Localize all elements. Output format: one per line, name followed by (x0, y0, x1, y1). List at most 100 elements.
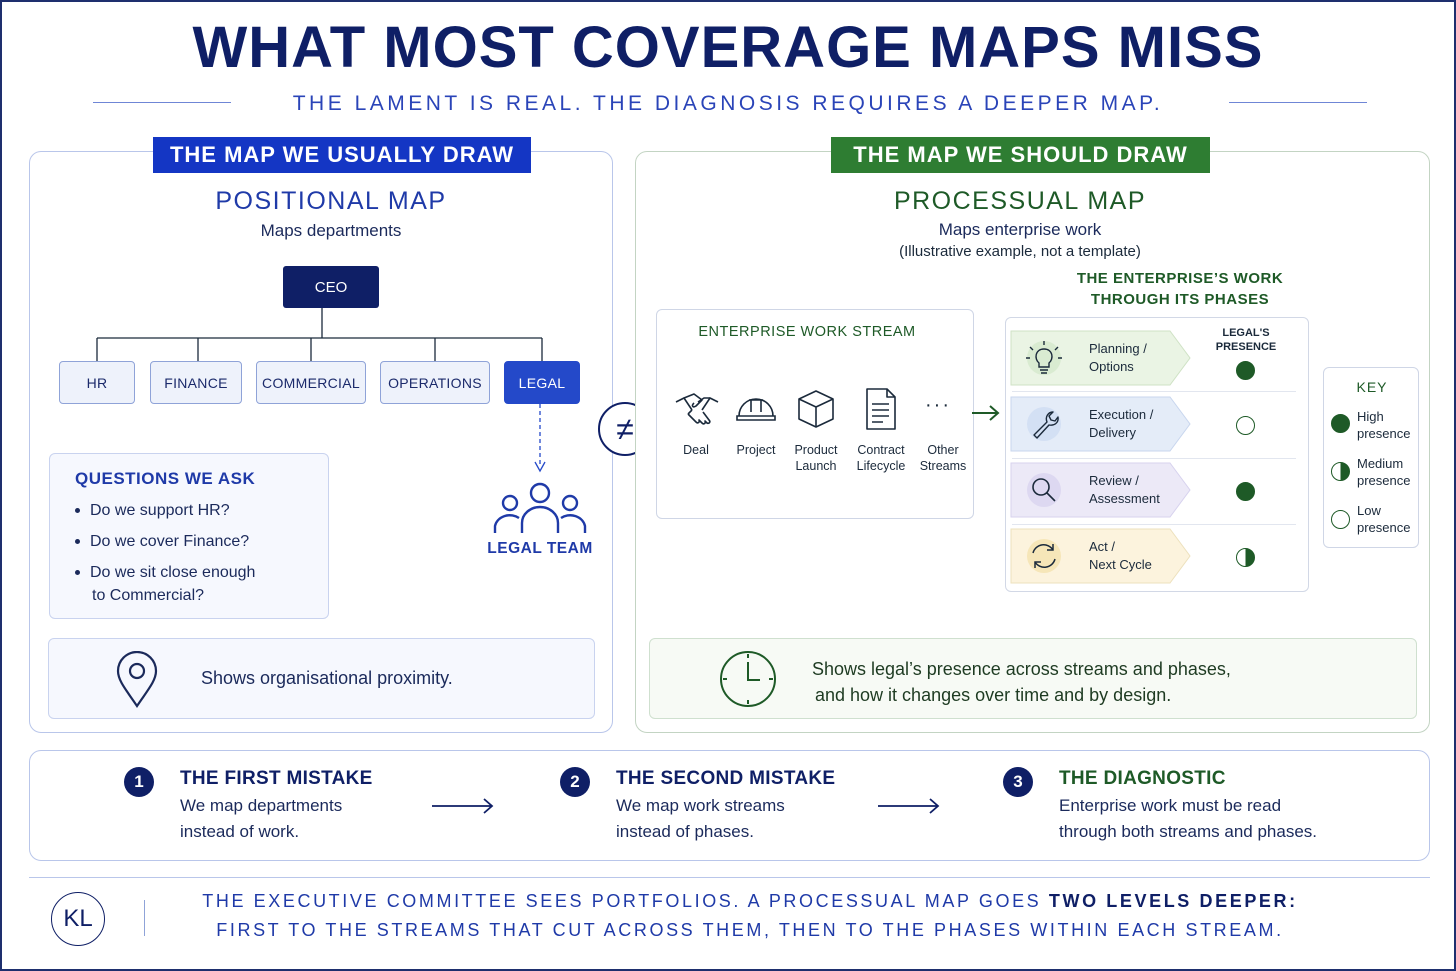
mistake-body-line2: through both streams and phases. (1059, 822, 1317, 841)
positional-map-heading: POSITIONAL MAP (215, 187, 447, 215)
footer-line1-emphasis: TWO LEVELS DEEPER: (1048, 891, 1298, 911)
ceo-box: CEO (283, 266, 379, 308)
processual-info-box: Shows legal’s presence across streams an… (649, 638, 1417, 719)
phase-label: Execution / Delivery (1089, 406, 1153, 442)
phases-title-line1: THE ENTERPRISE’S WORK (1076, 270, 1284, 287)
org-chart-connectors (96, 307, 546, 473)
phase-label-line1: Review / (1089, 473, 1139, 488)
phase-label-line1: Execution / (1089, 407, 1154, 422)
presence-header-line1: LEGAL'S (1222, 327, 1270, 339)
positional-info-text: Shows organisational proximity. (201, 668, 453, 688)
legal-team-label: LEGAL TEAM (487, 540, 593, 557)
diagnostic-body: Enterprise work must be read through both… (1059, 793, 1317, 845)
step-number-1: 1 (124, 767, 154, 797)
phase-chevron (1010, 330, 1191, 386)
phase-label-line1: Planning / (1089, 341, 1147, 356)
dept-finance: FINANCE (150, 361, 242, 404)
key-label-line1: Low (1357, 503, 1381, 518)
processual-info-line1: Shows legal’s presence across streams an… (812, 659, 1231, 679)
row-divider (1012, 524, 1296, 525)
wrench-icon (1027, 407, 1061, 441)
first-mistake-title: THE FIRST MISTAKE (180, 768, 373, 789)
footer-line1: THE EXECUTIVE COMMITTEE SEES PORTFOLIOS.… (160, 887, 1340, 916)
mistakes-band (29, 750, 1430, 861)
processual-map-heading: PROCESSUAL MAP (893, 187, 1147, 215)
work-stream-title: ENTERPRISE WORK STREAM (698, 324, 916, 340)
mistake-body-line1: We map departments (180, 796, 343, 815)
stream-label-line1: Product (794, 443, 838, 457)
phase-label: Planning /Options (1089, 340, 1147, 376)
phase-chevron (1010, 528, 1191, 584)
question-text: Do we cover Finance? (90, 533, 250, 550)
key-label-line2: presence (1357, 426, 1411, 441)
question-item: Do we support HR? (75, 500, 230, 522)
document-icon (866, 388, 896, 430)
footer-text: THE EXECUTIVE COMMITTEE SEES PORTFOLIOS.… (160, 887, 1340, 945)
stream-label-line2: Launch (795, 459, 837, 473)
positional-info-box: Shows organisational proximity. (48, 638, 595, 719)
presence-indicator-act (1236, 548, 1255, 567)
stream-label-line1: Project (736, 443, 776, 457)
phase-label: Act /Next Cycle (1089, 538, 1152, 574)
handshake-icon (675, 393, 719, 425)
questions-title: QUESTIONS WE ASK (75, 469, 256, 488)
hard-hat-icon (736, 398, 776, 421)
question-item-continued: to Commercial? (92, 587, 205, 604)
row-divider (1012, 458, 1296, 459)
stream-label-line1: Deal (683, 443, 709, 457)
presence-header-line2: PRESENCE (1215, 341, 1277, 353)
second-mistake-body: We map work streams instead of phases. (616, 793, 785, 845)
phase-row-act: Act /Next Cycle (1010, 528, 1192, 584)
phase-label-line2: Delivery (1089, 425, 1136, 440)
usual-map-tag: THE MAP WE USUALLY DRAW (153, 137, 531, 173)
subtitle-rule-left (93, 102, 231, 103)
phase-chevron (1010, 396, 1191, 452)
key-label-line1: Medium (1357, 456, 1404, 471)
magnifier-icon (1027, 473, 1061, 507)
mistake-body-line1: We map work streams (616, 796, 785, 815)
subtitle-rule-right (1229, 102, 1367, 103)
question-text: Do we support HR? (90, 502, 230, 519)
page-subtitle: THE LAMENT IS REAL. THE DIAGNOSIS REQUIR… (292, 92, 1164, 115)
key-high-icon (1331, 414, 1350, 433)
question-text: Do we sit close enough (90, 564, 256, 581)
positional-map-subheading: Maps departments (260, 221, 402, 240)
should-map-tag: THE MAP WE SHOULD DRAW (831, 137, 1210, 173)
footer-line1-text: THE EXECUTIVE COMMITTEE SEES PORTFOLIOS.… (202, 891, 1042, 911)
phase-row-planning: Planning /Options (1010, 330, 1192, 386)
stream-label-project: Project (725, 442, 787, 458)
mistake-body-line2: instead of phases. (616, 822, 754, 841)
stream-label-deal: Deal (665, 442, 727, 458)
arrow-right-icon (878, 798, 940, 814)
clock-icon (720, 651, 776, 707)
dept-legal: LEGAL (504, 361, 580, 404)
work-stream-box: ENTERPRISE WORK STREAM Deal Project Prod… (656, 309, 974, 519)
dept-operations: OPERATIONS (380, 361, 490, 404)
stream-label-line1: Contract (857, 443, 905, 457)
key-title: KEY (1356, 379, 1388, 395)
presence-indicator-execution (1236, 416, 1255, 435)
phase-label-line2: Next Cycle (1089, 557, 1152, 572)
lightbulb-icon (1026, 341, 1062, 375)
illustrative-note: (Illustrative example, not a template) (899, 243, 1141, 260)
legal-team-icon (493, 482, 587, 533)
phase-label-line2: Assessment (1089, 491, 1160, 506)
mistake-body-line1: Enterprise work must be read (1059, 796, 1282, 815)
questions-box: QUESTIONS WE ASK Do we support HR? Do we… (49, 453, 329, 619)
bullet-icon (75, 570, 80, 576)
phase-label: Review / Assessment (1089, 472, 1160, 508)
processual-info-text: Shows legal’s presence across streams an… (812, 656, 1231, 708)
key-medium-icon (1331, 462, 1350, 481)
dept-commercial: COMMERCIAL (256, 361, 366, 404)
stream-label-line2: Lifecycle (856, 459, 906, 473)
ellipsis-icon: ··· (925, 394, 951, 416)
key-low-icon (1331, 510, 1350, 529)
